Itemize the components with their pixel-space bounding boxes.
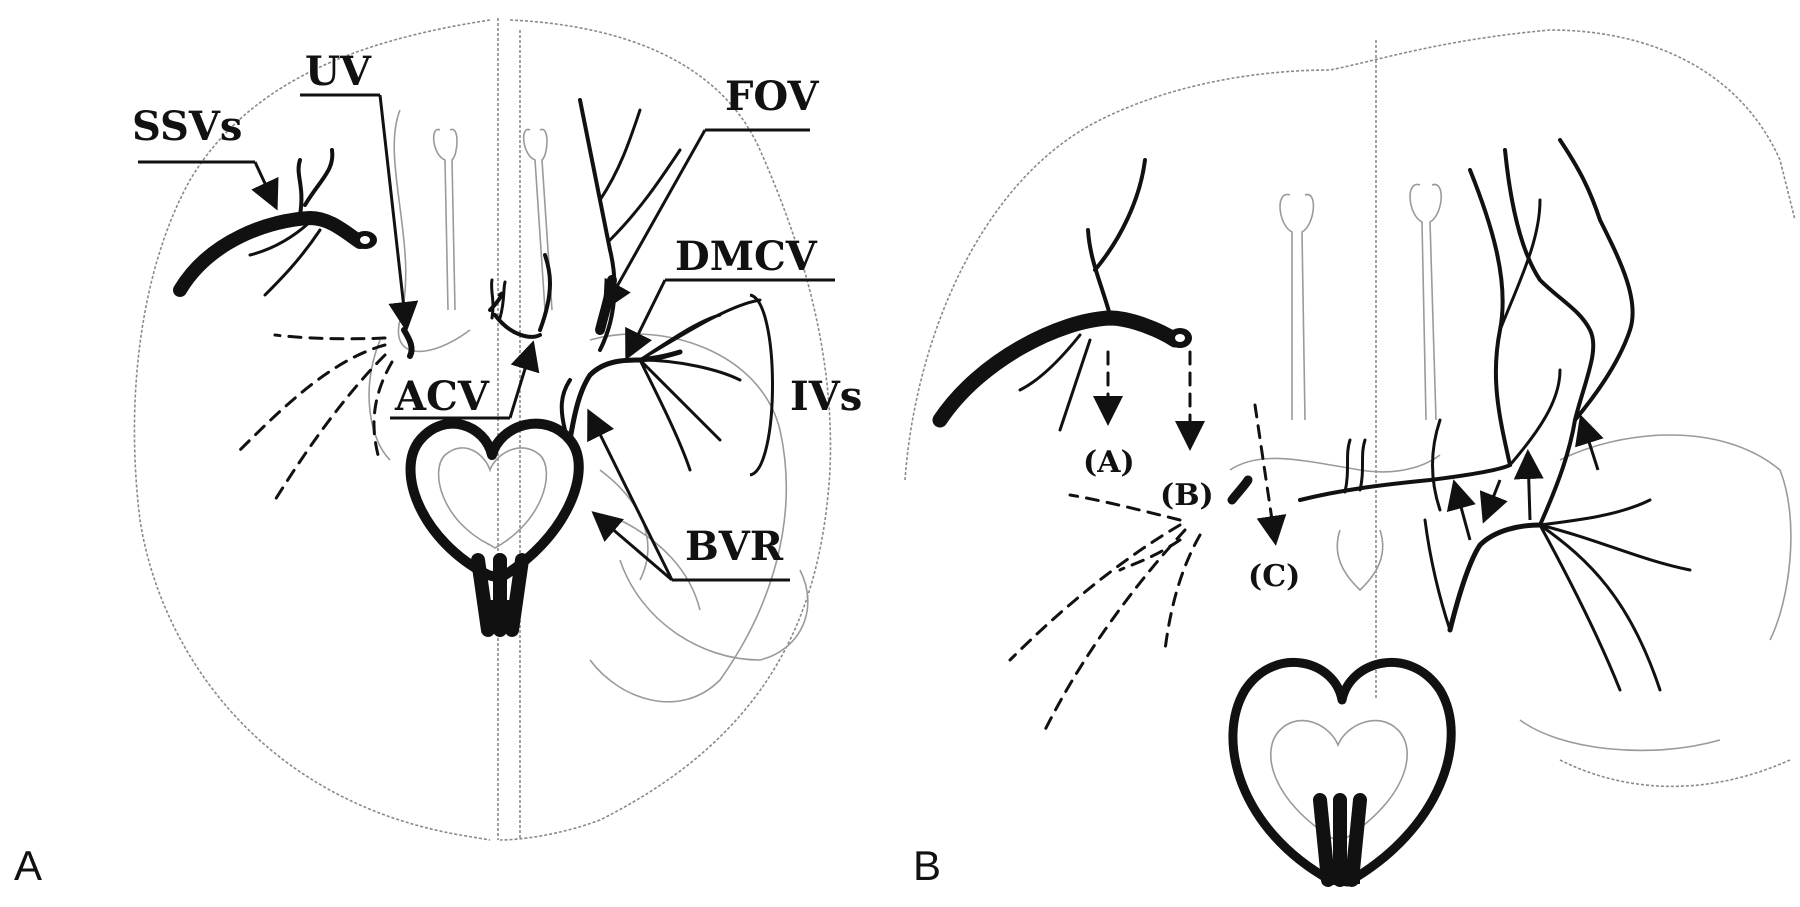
b-dashed-5 [1118, 538, 1182, 572]
olfactory-right [522, 128, 546, 311]
b-fov-branch-2 [1508, 368, 1562, 467]
b-ssv-branch-2 [1093, 158, 1147, 272]
brainstem-inner [437, 447, 548, 549]
ssv-vein [173, 211, 367, 297]
label-bvr: BVR [685, 523, 784, 570]
dashed-branch-2 [233, 343, 387, 457]
bvr-vein [567, 349, 683, 443]
b-brainstem-heart [1228, 658, 1456, 887]
b-fov-branch [1498, 198, 1542, 332]
b-temporal-contour-2 [1519, 719, 1721, 752]
bvr-vein-2 [559, 378, 572, 432]
ssv-end-hole [360, 236, 370, 244]
panel-a: SSVs UV FOV DMCV ACV IVs BVR A [14, 18, 862, 889]
pointer-bvr-1 [587, 408, 674, 581]
dashed-branch-3 [273, 353, 387, 502]
b-olfactory-left [1279, 193, 1315, 421]
b-ssv-branch [1086, 228, 1112, 317]
brain-outline-left [133, 19, 491, 841]
b-brainstem-base [1322, 860, 1360, 884]
b-arrow-up-1 [1446, 479, 1476, 541]
b-ssv-end-hole [1175, 334, 1185, 342]
bracket-ivs [749, 293, 774, 477]
fov-branch-2 [608, 148, 682, 242]
label-acv: ACV [394, 373, 490, 420]
label-ivs: IVs [790, 373, 862, 420]
b-bvr-vein [1447, 522, 1543, 633]
panel-letter-a: A [14, 842, 42, 889]
pointer-fov [603, 129, 707, 312]
b-olfactory-right [1409, 183, 1443, 421]
pointer-acv [508, 340, 540, 419]
b-dashed-2 [1008, 523, 1182, 662]
label-c: (C) [1248, 559, 1300, 594]
brainstem-base [484, 600, 514, 632]
b-arrow-c [1253, 403, 1287, 546]
b-acv-branch [1343, 438, 1352, 494]
b-dashed-3 [1043, 528, 1187, 732]
pointer-bvr-2 [591, 511, 673, 582]
ssv-branch-4 [263, 228, 322, 297]
olfactory-right-b [539, 128, 553, 311]
pointer-uv [378, 94, 419, 332]
label-fov: FOV [725, 73, 820, 120]
b-frontal-contour [1229, 454, 1441, 473]
b-brainstem-inner [1269, 719, 1408, 843]
b-arrow-up-3 [1575, 414, 1604, 471]
b-ssv-branch-4 [1058, 338, 1092, 432]
b-sm-branch [1423, 418, 1452, 632]
panel-letter-b: B [913, 842, 941, 889]
olfactory-left [432, 128, 449, 311]
insular-veins [638, 298, 762, 472]
label-ssvs: SSVs [132, 103, 242, 150]
b-arrow-up-2 [1513, 449, 1544, 521]
b-temporal-contour [1559, 434, 1792, 641]
b-dmcv-vein [1503, 148, 1596, 527]
uncus-contour [619, 559, 809, 661]
dmcv-vein [538, 253, 552, 332]
temporal-lobe-contour-left [368, 339, 391, 461]
dashed-branch-4 [372, 360, 394, 457]
b-acv-branch-2 [1358, 438, 1367, 492]
ssv-branch-2 [303, 148, 335, 207]
uv-vein [401, 327, 415, 359]
b-ssv-vein [932, 310, 1183, 428]
b-insular-veins [1538, 498, 1692, 692]
acv-branch [490, 278, 495, 320]
fov-branch [598, 108, 642, 202]
b-uv-stub [1227, 475, 1253, 505]
pointer-dmcv [625, 279, 667, 361]
brain-outline-right [499, 19, 832, 841]
b-mid-structures [1336, 529, 1384, 592]
b-acv-network [1298, 463, 1512, 502]
label-b: (B) [1160, 478, 1214, 513]
b-dashed-1 [1068, 493, 1182, 522]
b-ssv-branch-3 [1018, 333, 1082, 392]
b-dmcv-right [1558, 138, 1635, 422]
dashed-branch-1 [273, 333, 387, 341]
b-dashed-4 [1163, 533, 1202, 652]
ssv-branch-3 [248, 220, 312, 257]
label-a: (A) [1083, 445, 1135, 480]
panel-b: (A) (B) (C) B [904, 29, 1796, 889]
ssv-branch [296, 158, 304, 217]
pointer-ssvs [251, 161, 279, 211]
b-brain-outline-bottom [1559, 759, 1791, 788]
label-dmcv: DMCV [675, 233, 818, 280]
label-uv: UV [305, 48, 372, 95]
olfactory-left-b [449, 128, 458, 311]
temporal-lobe-contour-right [589, 333, 788, 703]
brainstem-heart [405, 418, 584, 583]
b-brain-outline [904, 29, 1796, 481]
b-arrow-down-1 [1479, 479, 1508, 524]
acv-branch-2 [498, 280, 507, 320]
